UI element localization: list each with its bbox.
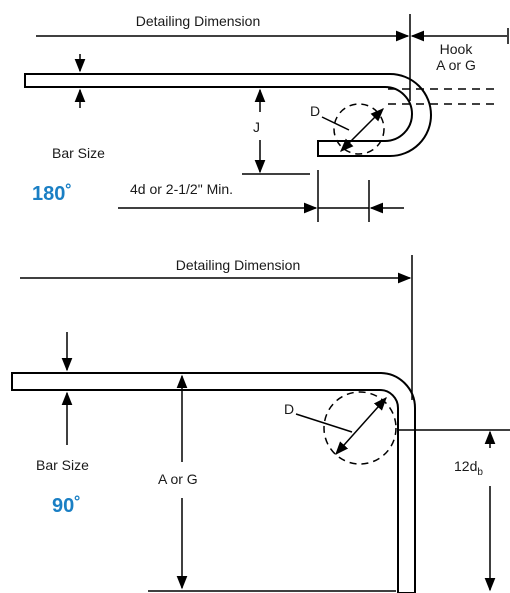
j-label: J xyxy=(253,119,260,135)
d-label-90: D xyxy=(284,401,294,417)
bar-size-label-180: Bar Size xyxy=(52,145,105,161)
d-leader-180 xyxy=(321,116,350,131)
detailing-dim-label-90: Detailing Dimension xyxy=(176,257,301,273)
d-label-180: D xyxy=(310,103,320,119)
ext-dim-label-main: 12d xyxy=(454,458,477,474)
angle-label-180: 180˚ xyxy=(32,182,72,205)
hook-90-group: Detailing Dimension Bar Size A or G D 12… xyxy=(11,255,510,593)
hook-180-group: Detailing Dimension Hook A or G Bar Size… xyxy=(24,13,509,222)
min-dim-label: 4d or 2-1/2" Min. xyxy=(130,181,233,197)
bend-diameter-arrow-90 xyxy=(335,396,387,456)
bar-size-label-90: Bar Size xyxy=(36,457,89,473)
hook-label-line1: Hook xyxy=(440,41,474,57)
ext-dim-label: 12db xyxy=(454,458,483,478)
d-leader-90 xyxy=(295,413,353,433)
bar-180-outline xyxy=(24,73,432,157)
hook-label-line2: A or G xyxy=(436,57,476,73)
a-or-g-label: A or G xyxy=(158,471,198,487)
bend-diameter-arrow-180 xyxy=(340,108,384,152)
bend-diameter-circle-90 xyxy=(323,391,397,465)
bar-90-outline xyxy=(11,372,416,593)
ext-dim-label-sub: b xyxy=(477,467,483,478)
angle-label-90: 90˚ xyxy=(52,494,81,517)
bend-diameter-circle-180 xyxy=(333,103,385,155)
detailing-dim-label-180: Detailing Dimension xyxy=(136,13,261,29)
